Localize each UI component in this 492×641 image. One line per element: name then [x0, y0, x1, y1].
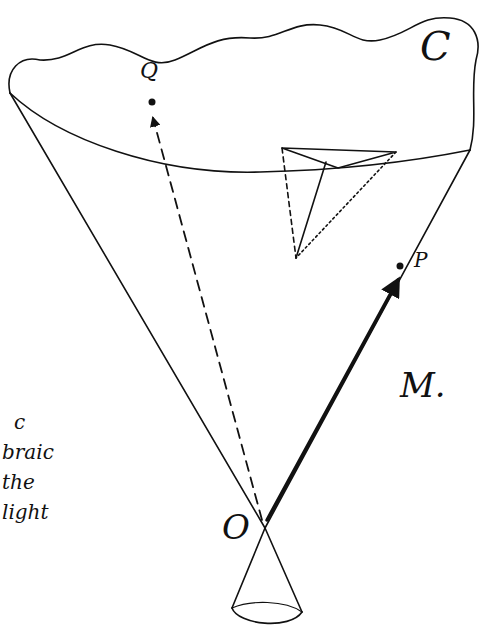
text-fragment: light [2, 502, 49, 522]
cone-side [265, 150, 470, 612]
point-label: P [414, 250, 427, 270]
pyramid-edge [296, 162, 326, 258]
cone-rim [10, 93, 470, 172]
point-dot [149, 99, 156, 106]
cone-side [10, 93, 265, 608]
origin-label: O [222, 510, 250, 544]
manifold-label: M. [400, 368, 446, 402]
pyramid-edge [296, 152, 396, 258]
pyramid-top [282, 148, 396, 168]
past-cone-base [232, 608, 302, 623]
past-cone-base [232, 602, 302, 612]
point-label: Q [140, 60, 158, 82]
point-dot [397, 263, 404, 270]
spacelike-arrow [153, 118, 262, 520]
surface-label: C [420, 26, 451, 66]
text-fragment: braic [2, 442, 54, 462]
text-fragment: the [2, 472, 35, 492]
text-fragment: c [14, 412, 25, 432]
null-arrow [267, 280, 398, 520]
pyramid-edge [282, 148, 296, 258]
surface-outline [9, 18, 478, 150]
